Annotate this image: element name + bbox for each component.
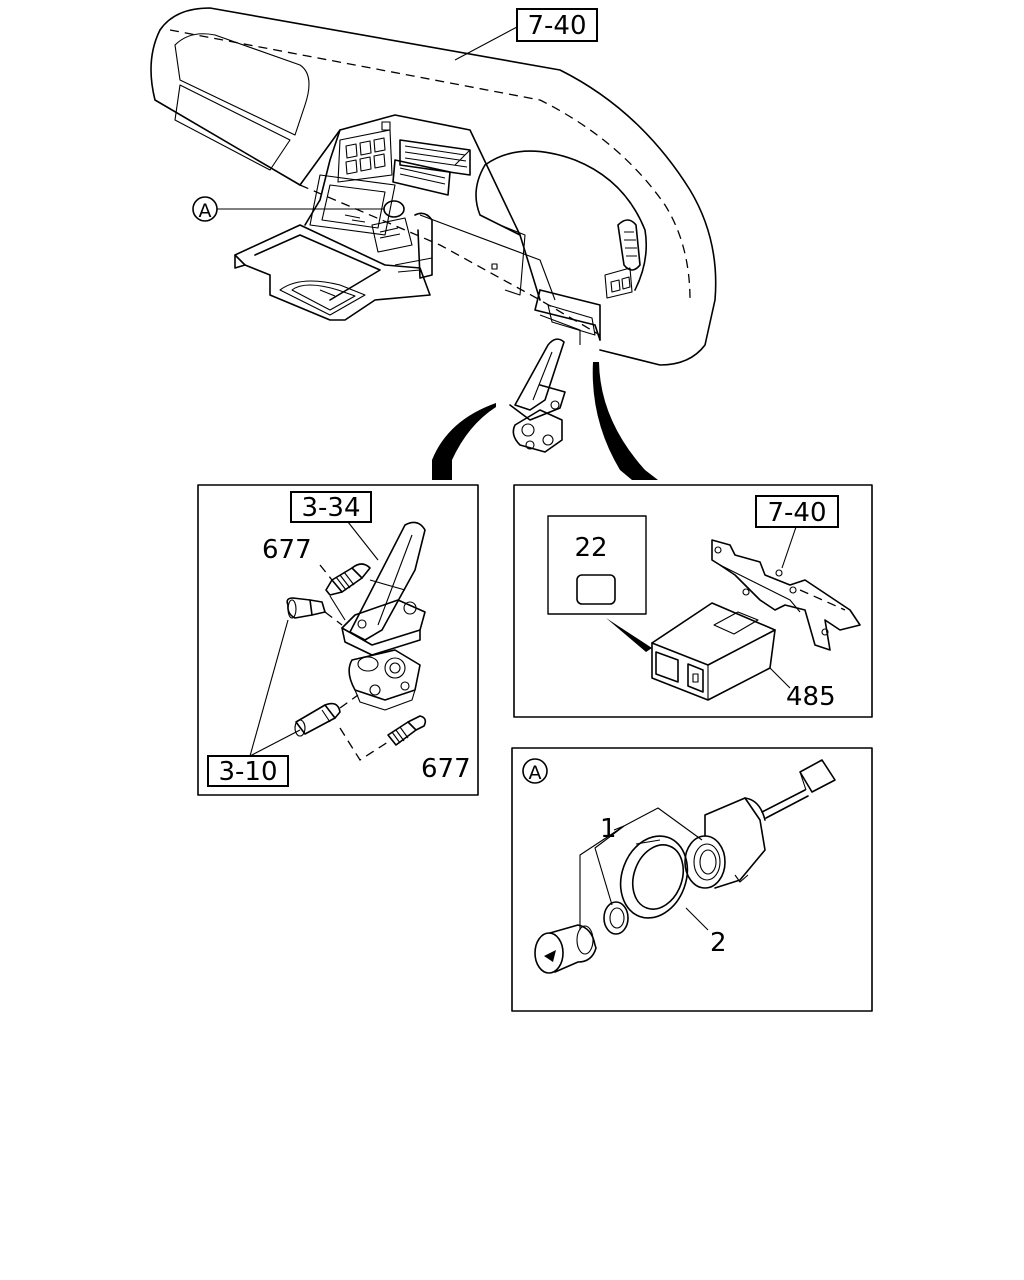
center-vent-icon	[392, 139, 471, 196]
detail-marker-inset: A	[522, 758, 548, 784]
dashboard-assembly	[150, 7, 717, 366]
ref-dashboard-label: 7-40	[527, 11, 586, 41]
ref-bracket-callout: 7-40	[755, 495, 839, 569]
ref-bracket-label: 7-40	[767, 498, 826, 528]
side-vent-icon	[617, 219, 641, 271]
detail-marker-dashboard-label: A	[199, 200, 212, 222]
part-677-lower-icon	[387, 715, 427, 746]
tee-fitting-icon	[286, 597, 343, 626]
part-22-callout: 22	[547, 515, 652, 652]
part-677-upper-icon	[325, 563, 371, 596]
pedal-assembly-small	[509, 338, 566, 453]
ref-pipe-label: 3-10	[218, 757, 277, 787]
part-2-label: 2	[710, 928, 727, 958]
part-22-label: 22	[574, 533, 607, 563]
console-tray	[234, 224, 431, 321]
part-22-icon	[576, 574, 616, 605]
part-677-upper-label: 677	[262, 535, 312, 565]
ref-pedal-label: 3-34	[301, 493, 360, 523]
pedal-detail-frame	[197, 484, 479, 796]
switch-panel-icon	[337, 121, 393, 183]
pipe-fitting-icon	[294, 702, 341, 737]
detail-a-frame	[511, 747, 873, 1012]
ref-pipe-callout: 3-10	[207, 619, 301, 787]
ref-pedal-callout: 3-34	[290, 491, 379, 561]
detail-marker-dashboard: A	[192, 196, 384, 222]
ref-dashboard-callout: 7-40	[454, 8, 598, 61]
leader-swoosh-left	[432, 403, 496, 480]
leader-swoosh-right	[592, 362, 658, 480]
bezel-ring-icon	[619, 835, 689, 919]
part-1-callout: 1	[579, 807, 703, 930]
part-485-label: 485	[786, 682, 836, 712]
part-1-label: 1	[600, 814, 617, 844]
part-2-callout: 2	[685, 907, 727, 958]
lighter-location-icon	[383, 200, 405, 218]
lighter-socket-icon	[684, 759, 836, 889]
pedal-assembly-detail	[341, 521, 426, 711]
ring-icon	[603, 901, 629, 935]
control-unit-icon	[651, 602, 791, 701]
detail-marker-inset-label: A	[529, 762, 542, 784]
bracket-icon	[711, 539, 861, 651]
control-unit-frame	[513, 484, 873, 718]
lighter-knob-icon	[534, 924, 597, 974]
part-677-lower-label: 677	[421, 754, 471, 784]
